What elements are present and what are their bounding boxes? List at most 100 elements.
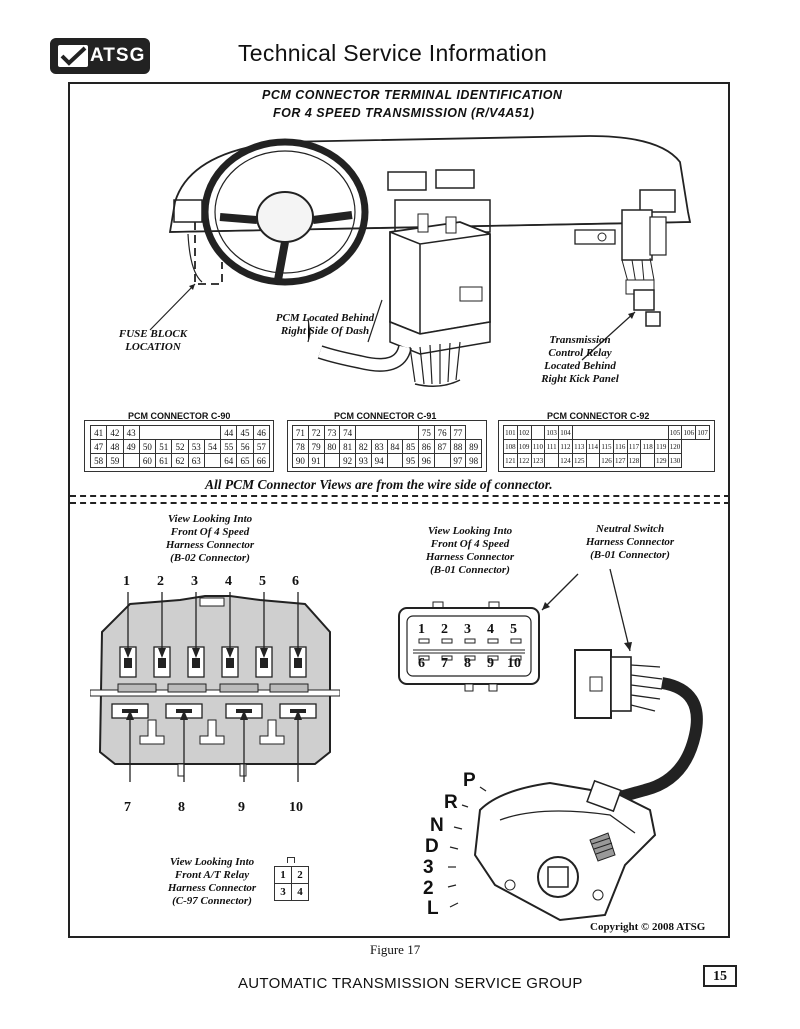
c90-terminal: 43 [122, 425, 140, 440]
c90-label: PCM CONNECTOR C-90 [128, 411, 231, 421]
b02-pin-10: 10 [289, 800, 303, 815]
c92-terminal: 115 [599, 439, 614, 454]
c92-terminal: 111 [544, 439, 560, 454]
atsg-logo: ATSG [50, 38, 150, 74]
c90-terminal: 58 [89, 453, 108, 468]
c92-terminal [572, 425, 587, 440]
c92-connector [498, 420, 715, 472]
c91-terminal: 96 [418, 453, 435, 468]
c91-terminal: 86 [418, 439, 435, 454]
c91-terminal [324, 453, 340, 468]
c92-terminal: 102 [516, 425, 532, 440]
diagram-frame [68, 82, 730, 938]
c91-connector [287, 420, 487, 472]
c91-terminal: 87 [433, 439, 451, 454]
gear-l: L [427, 898, 439, 919]
wire-side-note: All PCM Connector Views are from the wir… [205, 477, 553, 492]
c91-terminal [387, 425, 403, 440]
c92-terminal: 113 [571, 439, 587, 454]
checkmark-icon [58, 45, 88, 67]
c91-terminal [371, 425, 387, 440]
c91-terminal [387, 453, 403, 468]
b01-pin-3: 3 [464, 622, 471, 637]
logo-text: ATSG [90, 45, 146, 66]
b01-pin-9: 9 [487, 656, 494, 671]
c91-terminal: 73 [323, 425, 341, 440]
c92-terminal: 112 [558, 439, 573, 454]
gear-3: 3 [423, 857, 434, 878]
c92-terminal: 120 [667, 439, 683, 454]
c90-terminal: 47 [89, 439, 108, 454]
c91-terminal: 98 [465, 453, 482, 468]
c90-terminal: 55 [220, 439, 238, 454]
c92-terminal [531, 425, 545, 440]
b01-front-caption: View Looking Into Front Of 4 Speed Harne… [425, 525, 515, 576]
c90-terminal [188, 425, 205, 440]
c92-terminal: 119 [653, 439, 669, 454]
c90-terminal: 52 [171, 439, 189, 454]
gear-n: N [430, 815, 444, 836]
relay-key [287, 857, 295, 863]
c90-terminal: 51 [155, 439, 173, 454]
c90-terminal: 50 [138, 439, 157, 454]
c90-terminal: 59 [106, 453, 124, 468]
c92-terminal: 116 [612, 439, 628, 454]
b02-pin-8: 8 [178, 800, 185, 815]
b02-pin-7: 7 [124, 800, 131, 815]
c91-terminal: 80 [323, 439, 341, 454]
c92-terminal: 129 [653, 453, 669, 468]
c92-terminal [640, 425, 655, 440]
c91-terminal: 76 [433, 425, 451, 440]
c92-terminal: 130 [667, 453, 683, 468]
footer-text: AUTOMATIC TRANSMISSION SERVICE GROUP [238, 975, 583, 992]
c91-terminal: 84 [386, 439, 404, 454]
c90-terminal: 44 [220, 425, 238, 440]
b01-connector-drawing [398, 601, 540, 692]
page-number: 15 [703, 965, 737, 987]
copyright-text: Copyright © 2008 ATSG [590, 921, 706, 933]
c92-label: PCM CONNECTOR C-92 [547, 411, 650, 421]
c90-terminal: 57 [252, 439, 271, 454]
c90-terminal: 60 [138, 453, 157, 468]
c90-connector [84, 420, 274, 472]
c90-terminal: 56 [236, 439, 254, 454]
c91-terminal: 75 [418, 425, 435, 440]
c90-terminal: 54 [203, 439, 222, 454]
c90-terminal: 42 [106, 425, 124, 440]
b01-pin-5: 5 [510, 622, 517, 637]
neutral-switch-caption: Neutral Switch Harness Connector (B-01 C… [585, 523, 675, 561]
gear-d: D [425, 836, 439, 857]
b02-pin-2: 2 [157, 574, 164, 589]
relay-pin-1: 1 [274, 866, 292, 884]
c91-terminal: 78 [292, 439, 309, 454]
c92-terminal: 124 [558, 453, 573, 468]
c92-terminal [627, 425, 641, 440]
c90-terminal: 64 [220, 453, 238, 468]
relay-pin-2: 2 [291, 866, 309, 884]
c90-terminal [204, 425, 221, 440]
b01-arrow [541, 573, 579, 611]
c92-terminal: 118 [640, 439, 655, 454]
c92-terminal [586, 453, 600, 468]
c92-terminal [640, 453, 655, 468]
c90-terminal: 45 [236, 425, 254, 440]
c92-terminal: 108 [503, 439, 518, 454]
c90-terminal [155, 425, 172, 440]
b02-pin-9: 9 [238, 800, 245, 815]
c90-terminal [204, 453, 221, 468]
diagram-title-line2: FOR 4 SPEED TRANSMISSION (R/V4A51) [273, 106, 535, 120]
c91-terminal [355, 425, 372, 440]
c92-terminal: 127 [612, 453, 628, 468]
c90-terminal: 48 [106, 439, 124, 454]
c91-terminal: 95 [402, 453, 419, 468]
b01-pin-1: 1 [418, 622, 425, 637]
